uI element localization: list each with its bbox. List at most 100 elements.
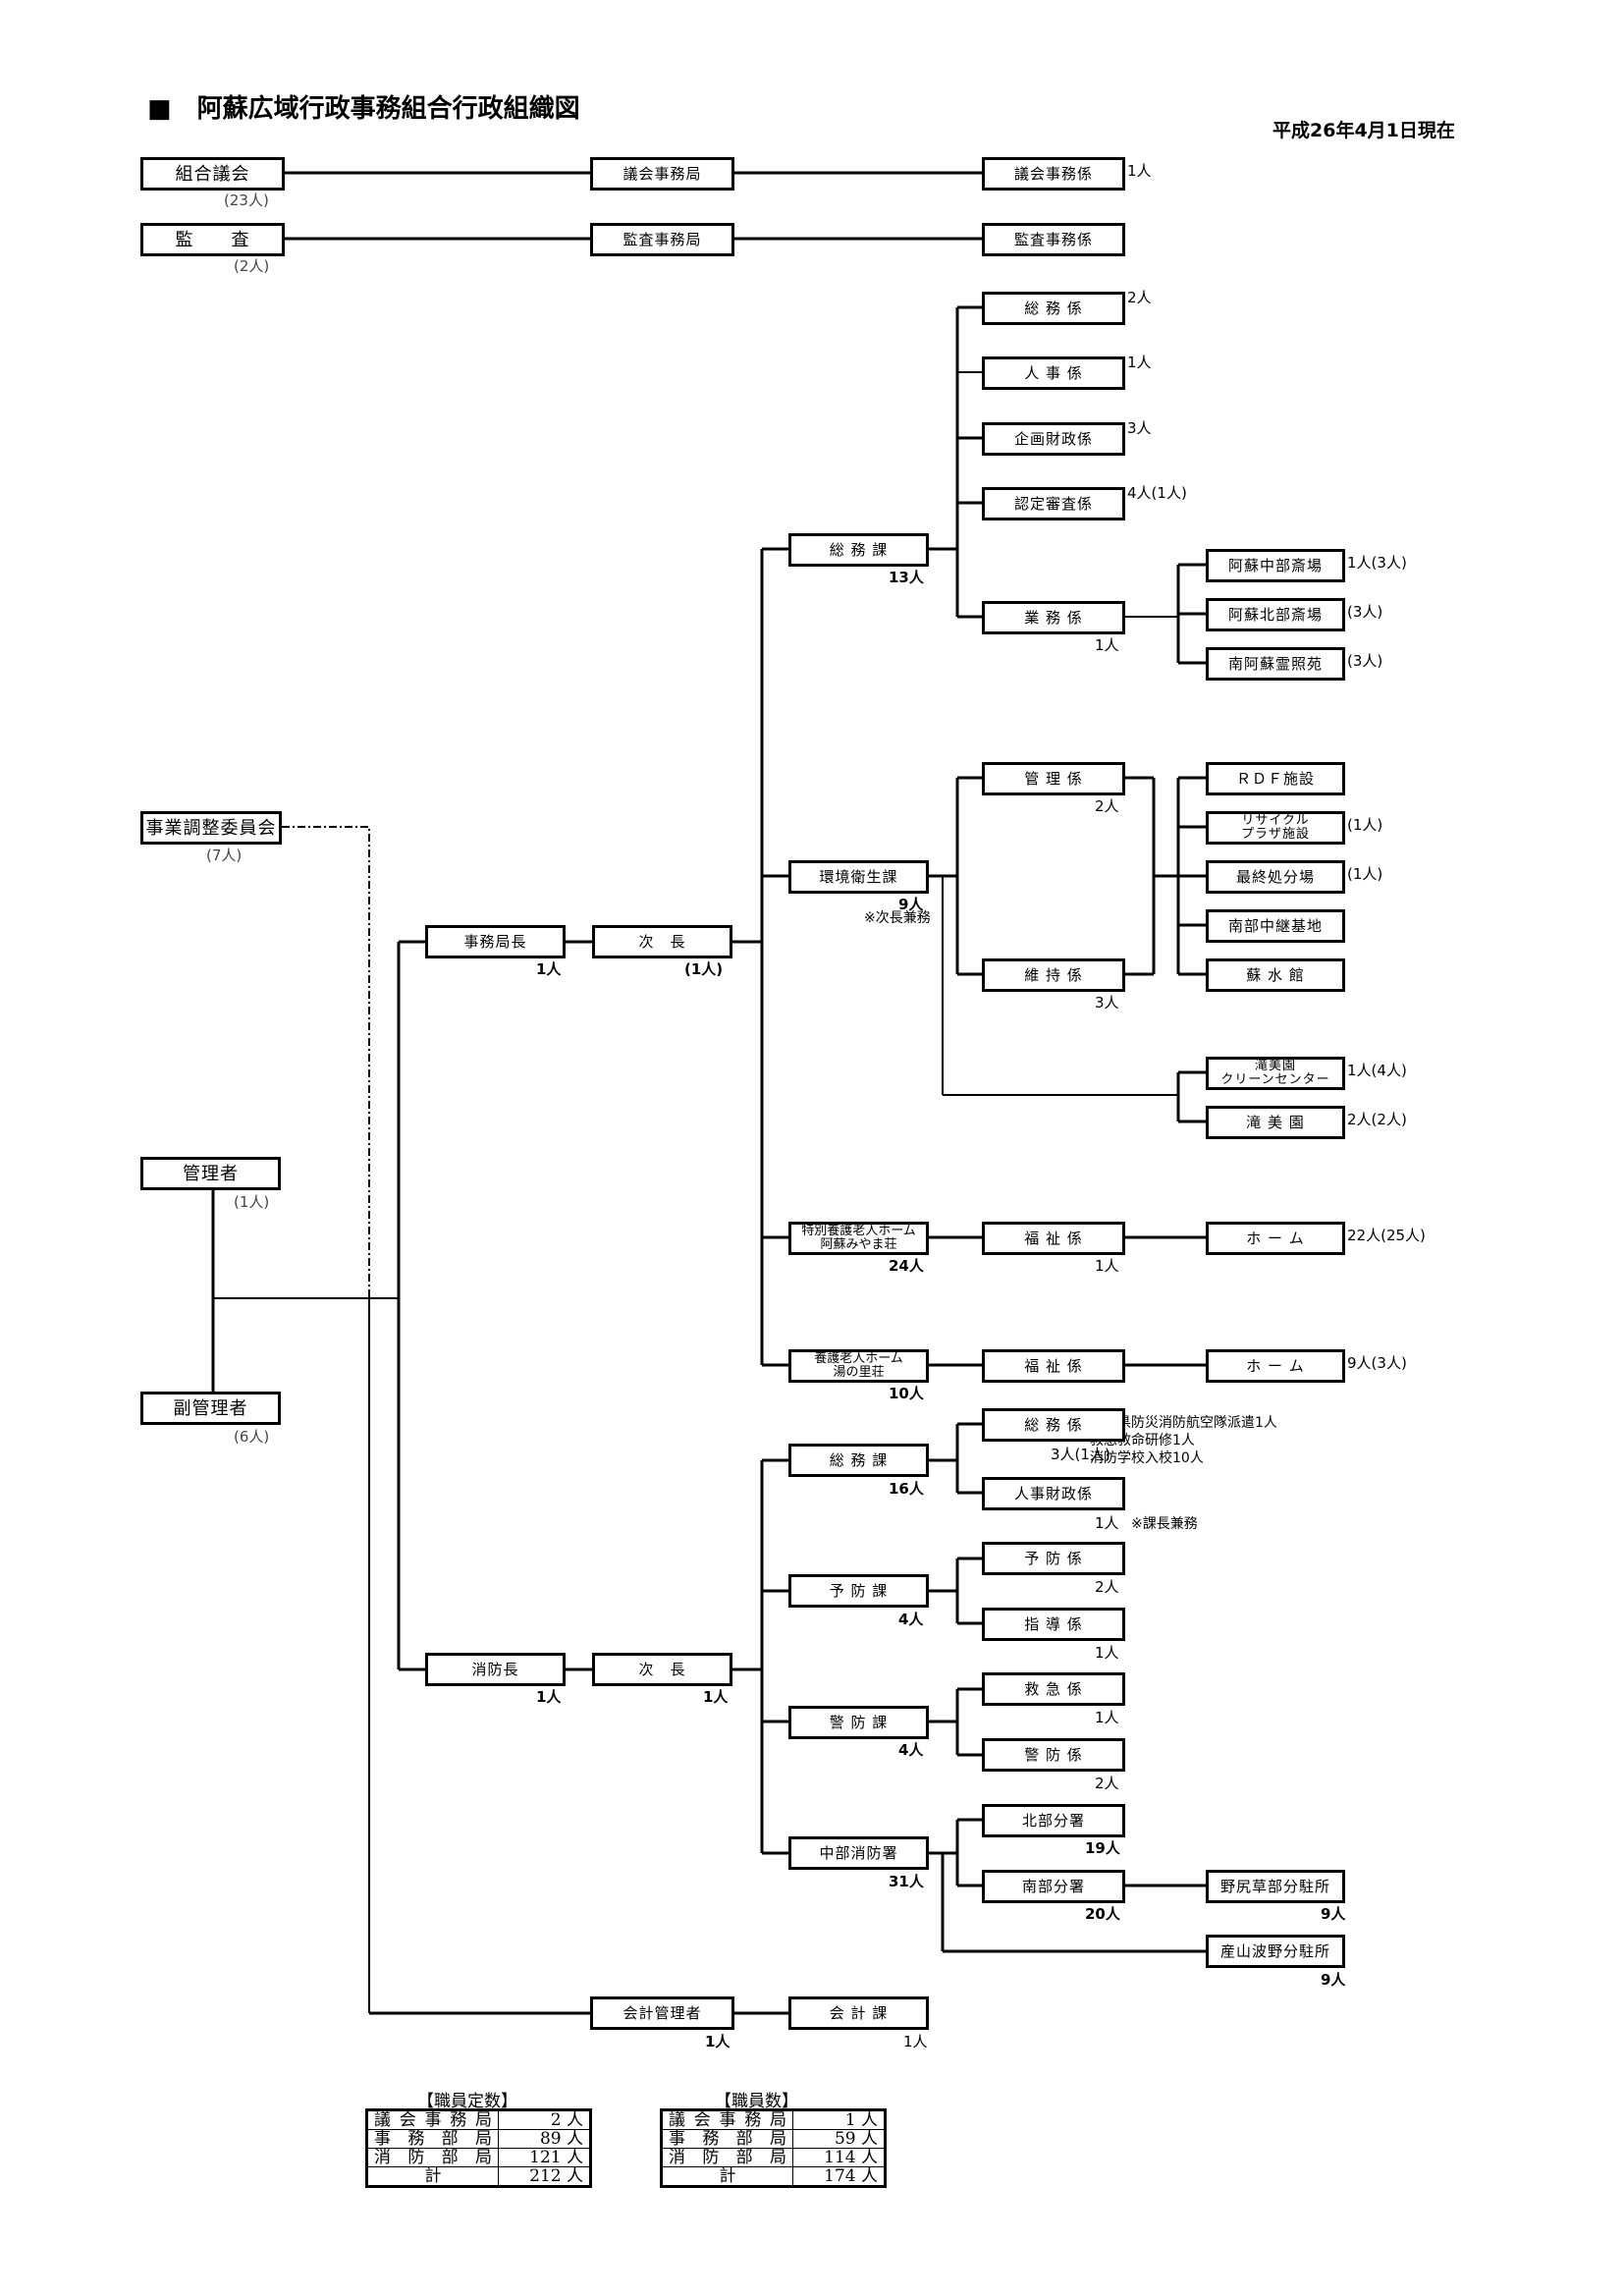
north-branch-count: 19人 [1085, 1839, 1120, 1857]
fire-section-box: 指 導 係 [982, 1608, 1125, 1641]
admin-deputy-count: (1人) [684, 960, 724, 978]
row-label: 事務部局 [366, 2129, 499, 2149]
admin-section-count: 3人 [1095, 994, 1119, 1011]
row-label: 計 [661, 2166, 793, 2187]
accounting-section-box: 会 計 課 [788, 1996, 929, 2030]
facility-count: (3人) [1347, 603, 1383, 621]
council-box: 組合議会 [140, 157, 285, 191]
tokuyo-section-count: 1人 [1095, 1257, 1119, 1275]
south-branch-count: 20人 [1085, 1905, 1120, 1923]
admin-kankyo-note: ※次長兼務 [864, 910, 931, 926]
yogo-box: 養護老人ホーム 湯の里荘 [788, 1349, 929, 1383]
south-branch-box: 南部分署 [982, 1870, 1125, 1903]
admin-soumu-box: 総 務 課 [788, 533, 929, 567]
fire-section-box: 総 務 係 [982, 1408, 1125, 1442]
facility-box: 阿蘇中部斎場 [1206, 549, 1345, 582]
fire-section-count: 2人 [1095, 1775, 1119, 1792]
staff-count-caption: 【職員数】 [715, 2092, 798, 2111]
fire-chubu-box: 中部消防署 [788, 1836, 929, 1870]
tokuyo-box: 特別養護老人ホーム 阿蘇みやま荘 [788, 1222, 929, 1255]
manager-count: (1人) [234, 1193, 270, 1211]
facility-box: リサイクル プラザ施設 [1206, 811, 1345, 845]
fire-chief-box: 消防長 [425, 1653, 566, 1686]
audit-box: 監 査 [140, 223, 285, 256]
admin-kankyo-count: 9人 [898, 896, 924, 913]
fire-chief-count: 1人 [536, 1688, 562, 1706]
admin-section-box: 人 事 係 [982, 356, 1125, 390]
facility-box: 滝 美 園 [1206, 1106, 1345, 1139]
facility-box: 南部中継基地 [1206, 909, 1345, 943]
tokuyo-home-box: ホ ー ム [1206, 1222, 1345, 1255]
vice-manager-count: (6人) [234, 1428, 270, 1446]
row-value: 59 人 [792, 2129, 886, 2149]
admin-section-count: 2人 [1127, 289, 1152, 306]
admin-section-box: 総 務 係 [982, 292, 1125, 325]
council-count: (23人) [224, 191, 269, 209]
yogo-home-box: ホ ー ム [1206, 1349, 1345, 1383]
row-value: 2 人 [498, 2109, 591, 2130]
yogo-section-box: 福 祉 係 [982, 1349, 1125, 1383]
row-label: 議会事務局 [661, 2109, 793, 2130]
admin-section-box: 認定審査係 [982, 487, 1125, 520]
manager-box: 管理者 [140, 1157, 281, 1190]
row-value: 89 人 [498, 2129, 591, 2149]
admin-section-box: 企画財政係 [982, 422, 1125, 456]
facility-box: 最終処分場 [1206, 860, 1345, 894]
fire-section-count: 3人(1人) [1051, 1446, 1110, 1463]
admin-section-box: 業 務 係 [982, 601, 1125, 634]
row-label: 事務部局 [661, 2129, 793, 2149]
admin-section-count: 2人 [1095, 797, 1119, 815]
ubuyama-post-count: 9人 [1321, 1971, 1346, 1989]
facility-box: 蘇 水 館 [1206, 958, 1345, 992]
admin-soumu-count: 13人 [889, 569, 924, 586]
fire-chubu-count: 31人 [889, 1873, 924, 1890]
facility-count: 2人(2人) [1347, 1111, 1407, 1128]
row-label: 計 [366, 2166, 499, 2187]
admin-section-box: 管 理 係 [982, 762, 1125, 795]
fire-soumu-box: 総 務 課 [788, 1444, 929, 1477]
fire-section-note: ※課長兼務 [1131, 1516, 1198, 1532]
facility-box: 阿蘇北部斎場 [1206, 598, 1345, 631]
row-label: 消防部局 [366, 2148, 499, 2167]
row-label: 議会事務局 [366, 2109, 499, 2130]
fire-yobo-count: 4人 [898, 1611, 924, 1628]
audit-office-box: 監査事務局 [590, 223, 734, 256]
fire-section-count: 2人 [1095, 1578, 1119, 1596]
committee-count: (7人) [206, 847, 243, 864]
fire-keibo-box: 警 防 課 [788, 1706, 929, 1739]
as-of-date: 平成26年4月1日現在 [1272, 120, 1455, 141]
admin-section-box: 維 持 係 [982, 958, 1125, 992]
nojiri-post-count: 9人 [1321, 1905, 1346, 1923]
fire-section-count: 1人 [1095, 1709, 1119, 1726]
admin-section-count: 1人 [1095, 636, 1119, 654]
admin-kankyo-box: 環境衛生課 [788, 860, 929, 894]
staff-quota-caption: 【職員定数】 [417, 2092, 517, 2111]
fire-yobo-box: 予 防 課 [788, 1574, 929, 1608]
fire-deputy-box: 次 長 [592, 1653, 732, 1686]
fire-section-count: 1人 [1095, 1514, 1119, 1532]
row-label: 消防部局 [661, 2148, 793, 2167]
facility-box: ＲＤＦ施設 [1206, 762, 1345, 795]
facility-count: (1人) [1347, 865, 1383, 883]
facility-count: 1人(4人) [1347, 1062, 1407, 1079]
line-committee [282, 826, 370, 1298]
admin-section-count: 3人 [1127, 419, 1152, 437]
council-section-count: 1人 [1127, 162, 1152, 180]
facility-count: (3人) [1347, 652, 1383, 670]
ubuyama-post-box: 産山波野分駐所 [1206, 1935, 1345, 1968]
admin-deputy-box: 次 長 [592, 925, 732, 958]
admin-director-count: 1人 [536, 960, 562, 978]
accounting-section-count: 1人 [903, 2033, 928, 2050]
admin-section-count: 4人(1人) [1127, 484, 1187, 502]
admin-section-count: 1人 [1127, 354, 1152, 371]
accounting-manager-count: 1人 [705, 2033, 731, 2050]
row-value: 212 人 [498, 2166, 591, 2187]
